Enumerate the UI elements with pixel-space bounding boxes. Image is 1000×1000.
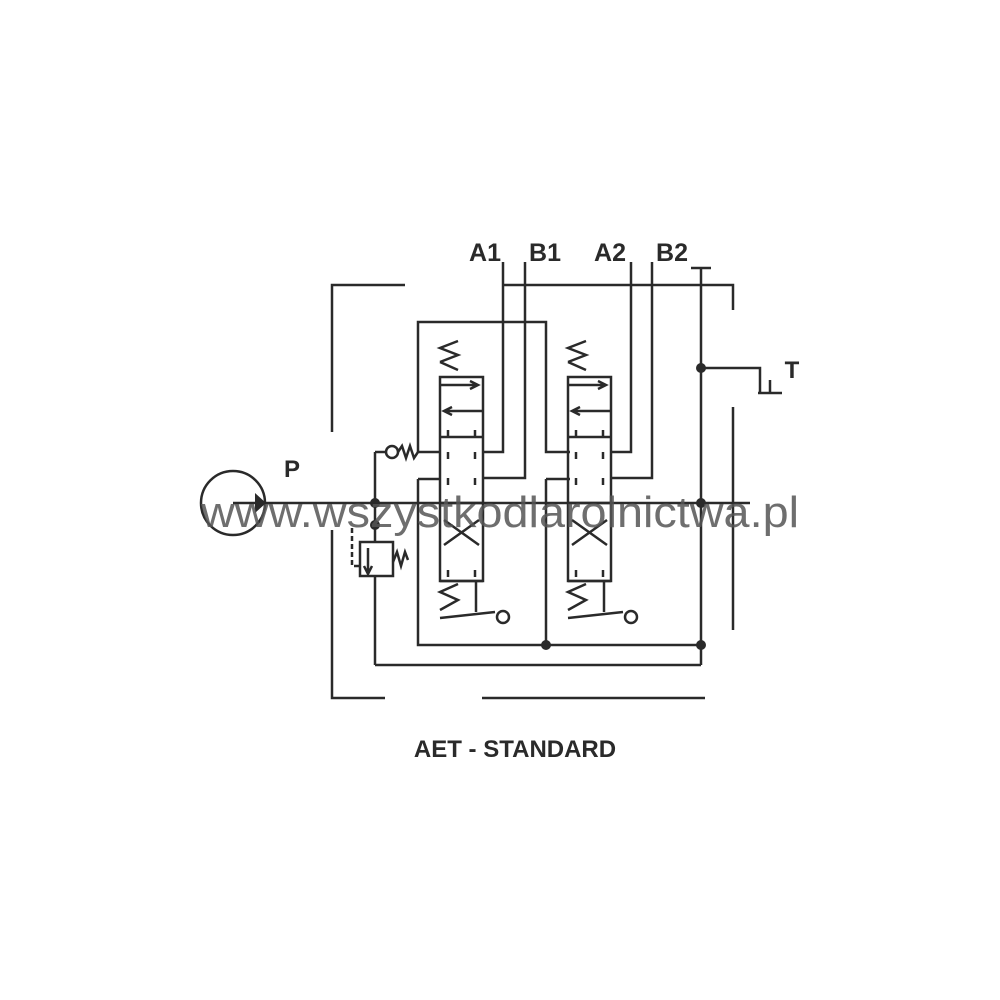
work-port-lines (483, 262, 654, 480)
check-valve-icon (384, 444, 400, 460)
valve-section-2 (564, 339, 639, 625)
port-a2-label: A2 (594, 239, 626, 267)
diagram-title: AET - STANDARD (414, 736, 616, 763)
relief-valve-icon (350, 528, 410, 578)
valve-section-1 (436, 339, 511, 625)
gallery-lines (375, 320, 701, 667)
port-b1-label: B1 (529, 239, 561, 267)
junction-dots (370, 363, 706, 650)
tank-line (691, 266, 782, 665)
port-t-label: T (785, 357, 800, 384)
watermark: www.wszystkodlarolnictwa.pl (200, 488, 799, 537)
pump-arrow-icon (255, 493, 266, 513)
port-b2-label: B2 (656, 239, 688, 267)
port-a1-label: A1 (469, 239, 501, 267)
housing-frame (330, 283, 735, 700)
port-p-label: P (284, 456, 300, 483)
